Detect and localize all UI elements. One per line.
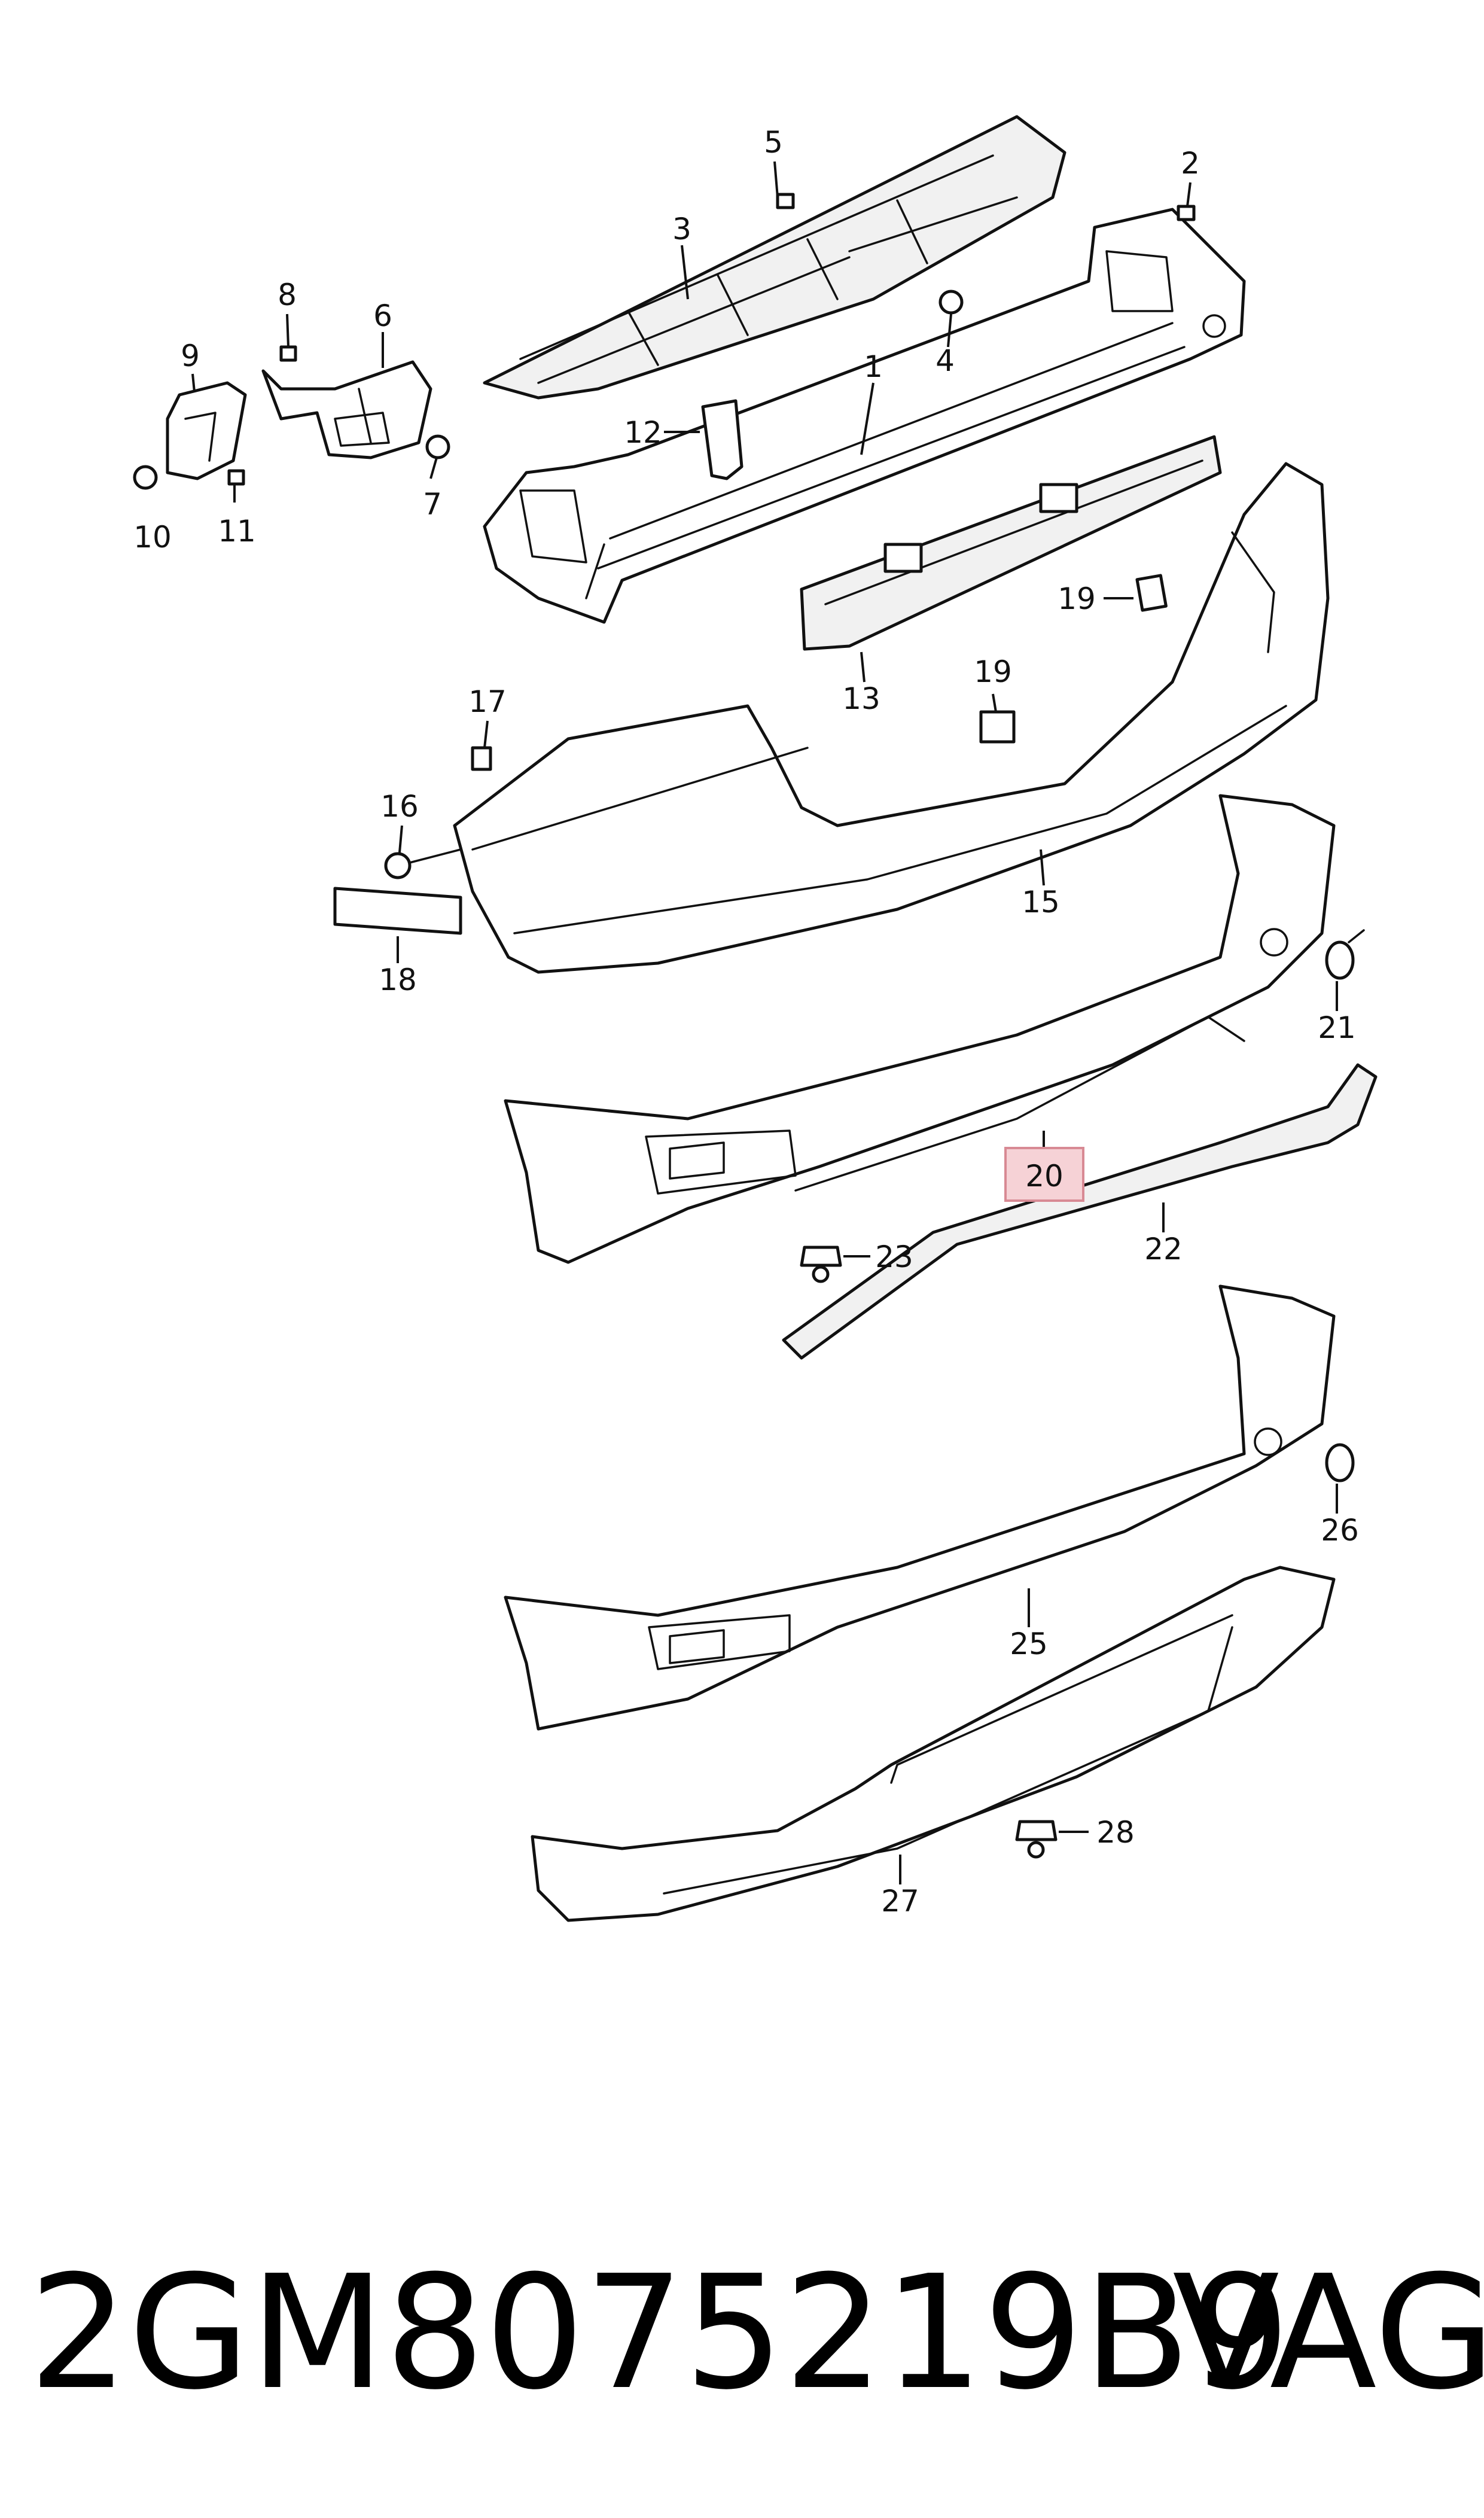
callout-21: 21 (1318, 1010, 1356, 1045)
callout-19-lower: 19 (974, 654, 1012, 689)
part-27-diffuser (531, 1566, 1336, 1922)
callout-labels: 5 2 3 4 8 6 9 1 12 7 10 11 19 13 19 17 1… (133, 125, 1359, 1919)
part-13-absorber (800, 435, 1222, 651)
callout-22: 22 (1144, 1232, 1183, 1266)
callout-4: 4 (936, 343, 955, 378)
callout-12: 12 (624, 415, 662, 450)
callout-19-upper: 19 (1058, 581, 1096, 616)
part-22-trim-strip (782, 1063, 1378, 1360)
part-20-lower-cover (504, 794, 1336, 1264)
part-9-bracket (166, 381, 247, 480)
part-19-clips (979, 574, 1168, 744)
part-15-bumper-cover (453, 462, 1330, 974)
callout-2: 2 (1181, 146, 1200, 181)
part-number-text: 2GM8075219B9 (29, 2242, 1291, 2424)
callout-11: 11 (218, 514, 256, 549)
callout-18: 18 (379, 963, 417, 997)
part-18-reflector (333, 887, 462, 935)
part-3-absorber (483, 115, 1066, 400)
callout-20: 20 (1025, 1159, 1064, 1193)
callout-13: 13 (842, 681, 880, 716)
callout-28: 28 (1096, 1815, 1135, 1850)
part-25-lower-cover (504, 1284, 1336, 1731)
callout-27: 27 (881, 1884, 919, 1919)
callout-23: 23 (875, 1240, 913, 1274)
callout-8: 8 (278, 278, 297, 312)
callout-26: 26 (1321, 1513, 1359, 1548)
part-21-cap (1325, 929, 1365, 980)
callout-1: 1 (864, 349, 883, 384)
callout-5: 5 (764, 125, 783, 160)
part-23-clip (800, 1246, 842, 1283)
part-26-cap (1325, 1443, 1355, 1482)
brand-text: VAG (1172, 2242, 1484, 2424)
callout-17: 17 (468, 684, 507, 719)
part-12-bracket (701, 399, 743, 480)
callout-25: 25 (1010, 1627, 1048, 1661)
callout-9: 9 (181, 339, 200, 373)
callout-6: 6 (373, 299, 392, 333)
callout-7: 7 (423, 487, 442, 522)
part-28-clip (1015, 1820, 1058, 1859)
part-16-17-screws (384, 746, 492, 879)
highlight-callout-20 (1004, 1147, 1084, 1202)
part-1-carrier (483, 208, 1246, 624)
callout-3: 3 (672, 212, 691, 246)
part-6-bracket (261, 360, 432, 459)
callout-15: 15 (1022, 885, 1060, 919)
callout-16: 16 (380, 789, 419, 824)
diagram-drawing: 5 2 3 4 8 6 9 1 12 7 10 11 19 13 19 17 1… (133, 115, 1378, 1922)
callout-10: 10 (133, 520, 172, 555)
